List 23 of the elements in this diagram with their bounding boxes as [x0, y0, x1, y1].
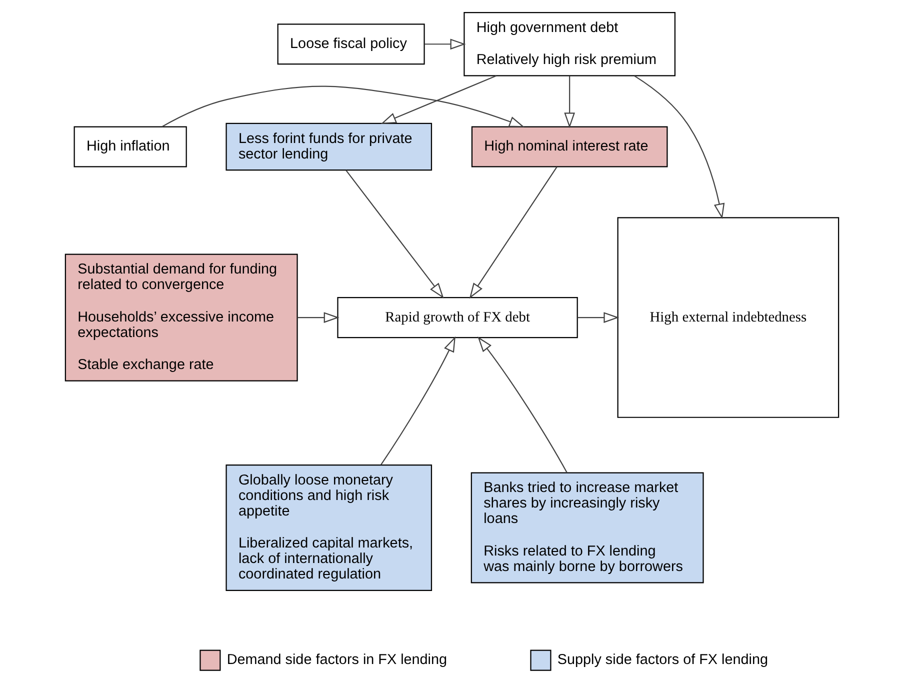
- node-box: Substantial demand for funding related to convergence Households’ excessive income expectations Stable exchange rate: [64, 254, 298, 382]
- arrow: [162, 86, 525, 128]
- arrow: [346, 170, 444, 298]
- node-box: Banks tried to increase market shares by increasingly risky loans Risks related to FX lending was mainly borne by borrowers: [470, 472, 704, 584]
- arrow: [380, 75, 497, 124]
- node-box: High inflation: [74, 126, 187, 168]
- arrow: [564, 76, 576, 128]
- node-box: High nominal interest rate: [471, 126, 668, 168]
- node-box: High government debt Relatively high risk premium: [464, 12, 676, 76]
- node-box: Globally loose monetary conditions and high risk appetite Liberalized capital markets, lack of internationally coordinated regulation: [226, 464, 432, 591]
- node-box: Less forint funds for private sector lending: [226, 122, 432, 171]
- legend-label: Supply side factors of FX lending: [557, 652, 768, 668]
- legend-label: Demand side factors in FX lending: [226, 652, 448, 668]
- arrow: [424, 38, 466, 50]
- arrow: [578, 312, 620, 323]
- node-box: Rapid growth of FX debt: [337, 297, 578, 338]
- node-box: High external indebtedness: [617, 217, 840, 418]
- arrow: [478, 336, 568, 474]
- arrow: [380, 336, 456, 465]
- arrow: [469, 166, 558, 299]
- node-box: Loose fiscal policy: [277, 24, 425, 65]
- arrow: [634, 75, 725, 220]
- arrow: [297, 312, 340, 323]
